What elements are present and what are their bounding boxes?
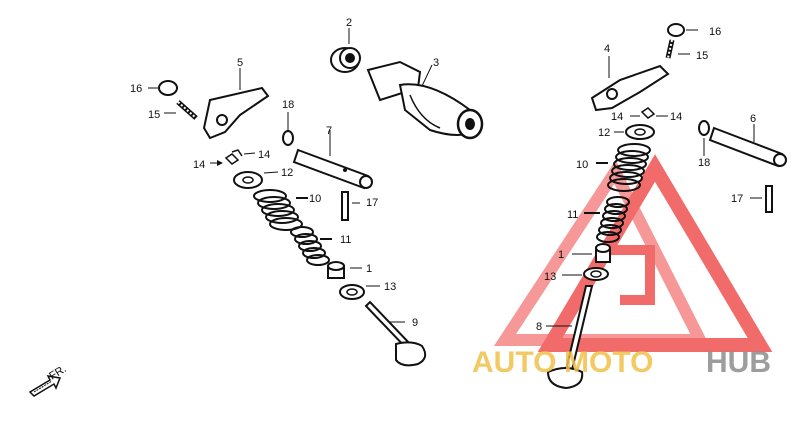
right-callout-13: 13	[544, 271, 556, 283]
left-callout-5: 15	[148, 109, 160, 121]
left-callout-14: 1	[366, 263, 372, 275]
part-adjusting-screw	[164, 100, 198, 120]
part-valve-cotters-right	[630, 107, 668, 119]
part-spring-retainer	[233, 171, 279, 189]
part-o-ring	[282, 112, 294, 146]
front-direction-arrow	[28, 375, 62, 397]
part-rocker-shaft-right	[708, 124, 787, 168]
left-callout-13: 11	[340, 234, 351, 246]
left-callout-12: 17	[366, 197, 378, 209]
part-valve-cotters	[210, 149, 256, 166]
watermark-hub: HUB	[706, 346, 771, 379]
part-intake-valve	[546, 285, 594, 390]
left-callout-1: 2	[346, 17, 352, 29]
watermark-moto: MOTO	[564, 346, 653, 379]
left-callout-15: 13	[384, 281, 396, 293]
left-callout-10: 12	[281, 167, 293, 179]
left-callout-4: 16	[130, 83, 142, 95]
left-callout-11: 10	[309, 193, 321, 205]
part-outer-valve-spring-right	[596, 143, 651, 192]
part-spring-retainer-right	[614, 124, 655, 140]
right-callout-3: 4	[604, 43, 610, 55]
part-inner-valve-spring	[290, 226, 332, 266]
part-rocker-arm-right	[590, 56, 670, 112]
part-spring-seat-right	[562, 267, 609, 281]
right-callout-9: 10	[576, 159, 588, 171]
left-callout-8: 14	[193, 159, 205, 171]
right-callout-7: 6	[750, 113, 756, 125]
part-adjusting-screw-right	[665, 39, 690, 59]
part-lock-nut	[148, 80, 178, 96]
watermark-wordmark: AUTO MOTO HUB	[472, 346, 771, 379]
right-callout-8: 18	[698, 157, 710, 169]
watermark-logo-triangle	[493, 154, 773, 352]
part-dowel-pin-right	[750, 185, 773, 213]
part-spring-seat	[339, 284, 380, 300]
part-rocker-arm	[202, 68, 270, 140]
watermark-auto: AUTO	[472, 346, 556, 379]
part-camshaft	[366, 60, 484, 140]
right-callout-11: 17	[731, 193, 743, 205]
right-callout-14: 8	[536, 321, 542, 333]
part-cam-bearing	[330, 28, 361, 73]
left-callout-7: 7	[326, 125, 332, 137]
left-callout-6: 18	[282, 99, 294, 111]
part-valve-stem-seal	[327, 261, 362, 279]
part-inner-valve-spring-right	[584, 196, 630, 243]
left-callout-2: 3	[433, 57, 439, 69]
part-o-ring-right	[698, 120, 710, 156]
part-lock-nut-right	[667, 23, 698, 37]
right-callout-5: 14	[670, 111, 682, 123]
part-rocker-shaft	[292, 130, 373, 190]
part-dowel-pin	[341, 191, 360, 221]
part-valve-stem-seal-right	[572, 243, 611, 263]
part-exhaust-valve	[364, 300, 427, 367]
right-callout-1: 16	[709, 26, 721, 38]
right-callout-4: 14	[611, 111, 623, 123]
left-callout-3: 5	[237, 57, 243, 69]
right-callout-10: 11	[567, 209, 578, 221]
right-callout-12: 1	[558, 249, 564, 261]
left-callout-16: 9	[412, 317, 418, 329]
left-callout-9: 14	[258, 149, 270, 161]
right-callout-6: 12	[598, 127, 610, 139]
part-outer-valve-spring	[253, 189, 308, 231]
right-callout-2: 15	[696, 50, 708, 62]
